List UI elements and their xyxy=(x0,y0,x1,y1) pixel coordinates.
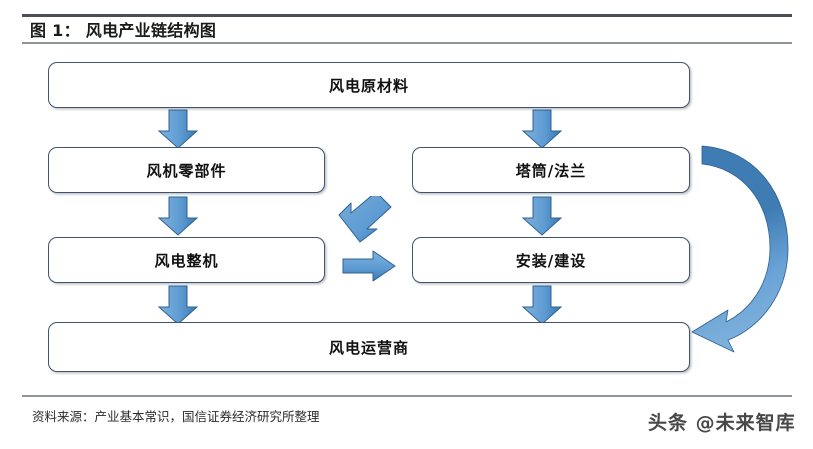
down-arrow-parts-to-whole xyxy=(157,195,199,237)
node-label: 风电运营商 xyxy=(328,338,409,357)
header-rule-top xyxy=(22,14,792,17)
page-title: 图 1： 风电产业链结构图 xyxy=(30,21,217,40)
right-arrow-turbine-to-installation xyxy=(341,249,397,283)
diagonal-down-left-arrow xyxy=(336,196,394,246)
node-label: 塔筒/法兰 xyxy=(515,161,587,180)
header-rule-bottom xyxy=(22,42,792,44)
node-label: 风机零部件 xyxy=(146,161,227,180)
source-note: 资料来源：产业基本常识，国信证券经济研究所整理 xyxy=(32,409,320,424)
down-arrow-raw-to-parts xyxy=(157,108,199,150)
down-arrow-raw-to-tower xyxy=(521,108,563,150)
node-complete-turbine[interactable]: 风电整机 xyxy=(48,237,325,283)
down-arrow-turbine-to-operator xyxy=(157,284,199,326)
node-turbine-components[interactable]: 风机零部件 xyxy=(48,147,325,193)
node-tower-flange[interactable]: 塔筒/法兰 xyxy=(412,147,690,193)
node-installation-construction[interactable]: 安装/建设 xyxy=(412,237,690,283)
node-label: 风电整机 xyxy=(154,251,219,270)
watermark: 头条 @未来智库 xyxy=(648,412,796,434)
node-wind-power-operator[interactable]: 风电运营商 xyxy=(48,322,690,372)
node-label: 风电原材料 xyxy=(328,76,409,95)
node-raw-materials[interactable]: 风电原材料 xyxy=(48,62,690,108)
down-arrow-installation-to-operator xyxy=(521,284,563,326)
node-label: 安装/建设 xyxy=(515,251,587,270)
footer-rule xyxy=(22,395,792,397)
curved-feedback-arrow xyxy=(684,132,806,365)
down-arrow-tower-to-installation xyxy=(521,195,563,237)
